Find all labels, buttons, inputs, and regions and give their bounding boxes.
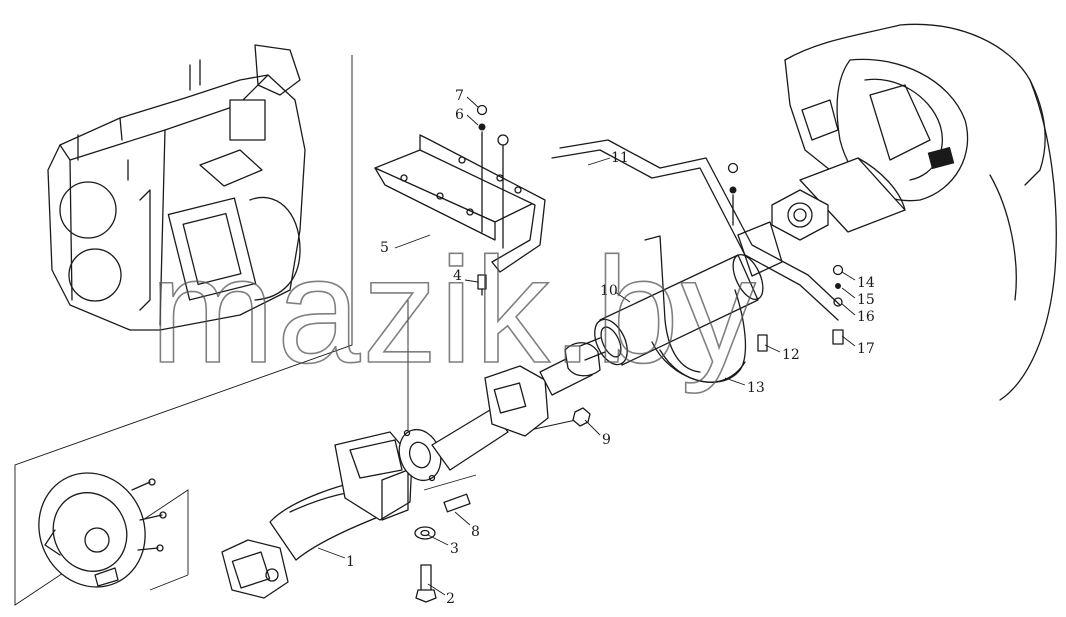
clutch-housing bbox=[38, 472, 167, 588]
callout-16: 16 bbox=[857, 309, 875, 325]
callout-3: 3 bbox=[450, 541, 459, 557]
callout-1: 1 bbox=[346, 554, 355, 570]
transmission-housing bbox=[47, 44, 306, 331]
support-bracket bbox=[374, 134, 546, 273]
callout-11: 11 bbox=[611, 150, 629, 166]
callout-17: 17 bbox=[857, 341, 875, 357]
leader-lines bbox=[317, 96, 856, 596]
rear-axle-housing bbox=[784, 23, 1057, 401]
strap-and-band bbox=[551, 139, 841, 383]
callout-14: 14 bbox=[857, 275, 875, 291]
intermediate-driveshaft bbox=[431, 342, 601, 471]
callout-5: 5 bbox=[380, 240, 389, 256]
callout-12: 12 bbox=[782, 347, 800, 363]
projection-lines bbox=[14, 55, 586, 606]
callout-8: 8 bbox=[471, 524, 480, 540]
front-driveshaft-section bbox=[221, 431, 413, 599]
callout-4: 4 bbox=[453, 268, 462, 284]
callout-7: 7 bbox=[455, 88, 464, 104]
callout-2: 2 bbox=[446, 591, 455, 607]
callout-10: 10 bbox=[600, 283, 618, 299]
callout-15: 15 bbox=[857, 292, 875, 308]
callout-9: 9 bbox=[602, 432, 611, 448]
callout-labels: 1 2 3 4 5 6 7 8 9 10 11 12 13 14 15 16 1… bbox=[346, 88, 875, 607]
callout-13: 13 bbox=[747, 380, 765, 396]
callout-6: 6 bbox=[455, 107, 464, 123]
watermark-text: mazik.by bbox=[150, 226, 758, 394]
rear-driveshaft-tube bbox=[579, 254, 764, 366]
